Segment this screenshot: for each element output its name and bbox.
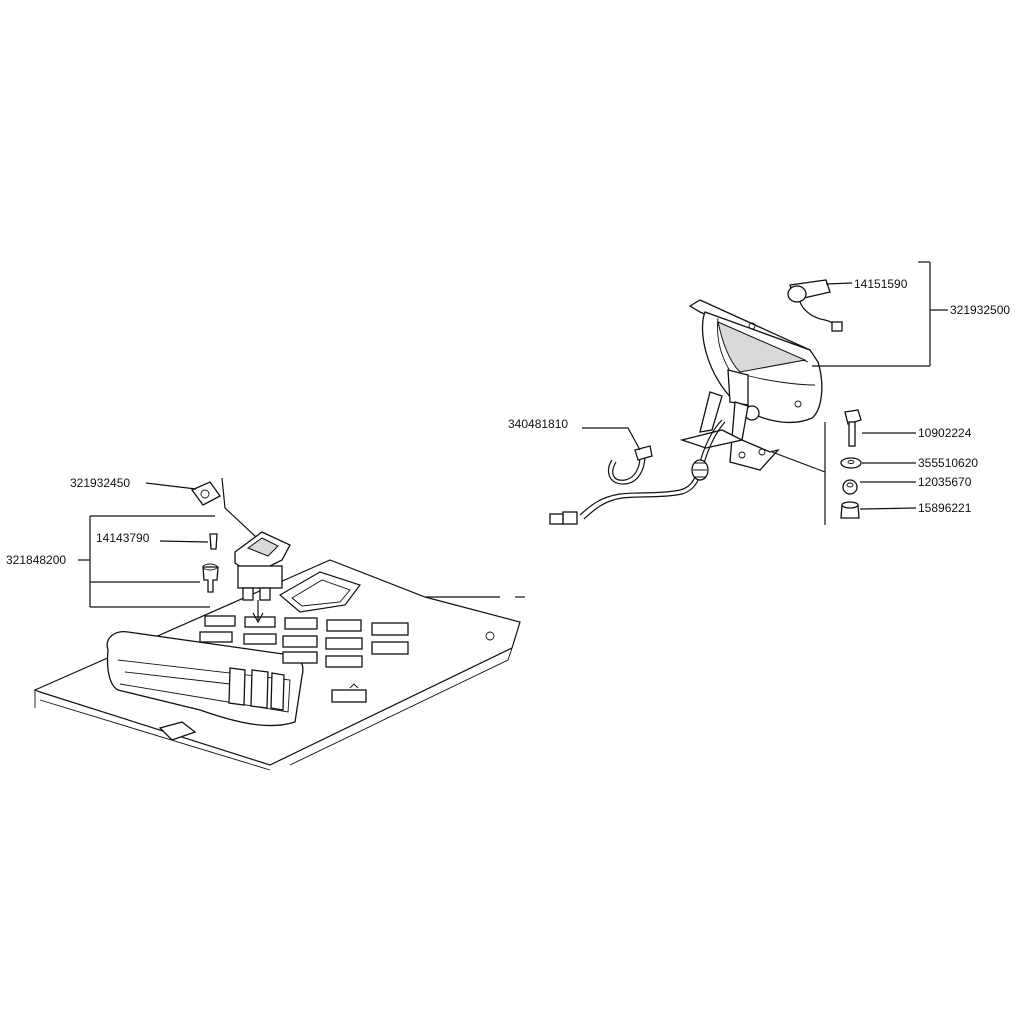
label-12035670: 12035670 [918,475,972,489]
cable-tie [607,445,653,485]
bulb-14151590 [787,279,843,332]
bracket-321848200 [89,515,215,608]
label-14143790: 14143790 [96,531,150,545]
bolt [844,409,862,447]
leader-340481810 [582,427,641,451]
work-lamp [688,299,823,424]
label-355510620: 355510620 [918,456,978,470]
label-321932450: 321932450 [70,476,130,490]
leader-switch [221,477,257,538]
dashboard-panel [33,559,525,771]
leader-14151590 [825,282,853,285]
leader-14143790 [159,540,209,543]
nut [840,501,860,519]
leader-321932450 [145,482,197,490]
lock-washer [842,479,858,495]
lamp-mounting-bracket [679,391,780,471]
label-14151590: 14151590 [854,277,908,291]
switch-symbol-insert [190,481,221,506]
indicator-bulb [209,533,218,550]
switch-blank-plates [199,615,409,703]
label-321848200: 321848200 [6,553,66,567]
rocker-switch [234,531,291,624]
leader-fastener-group [771,451,826,473]
instrument-cluster-hood [106,631,304,727]
label-10902224: 10902224 [918,426,972,440]
label-15896221: 15896221 [918,501,972,515]
label-340481810: 340481810 [508,417,568,431]
label-321932500: 321932500 [950,303,1010,317]
lamp-cable [549,419,726,525]
washer [840,457,862,469]
bracket-321932500 [812,261,948,367]
bulb-holder [202,563,219,593]
leader-15896221 [859,507,917,510]
